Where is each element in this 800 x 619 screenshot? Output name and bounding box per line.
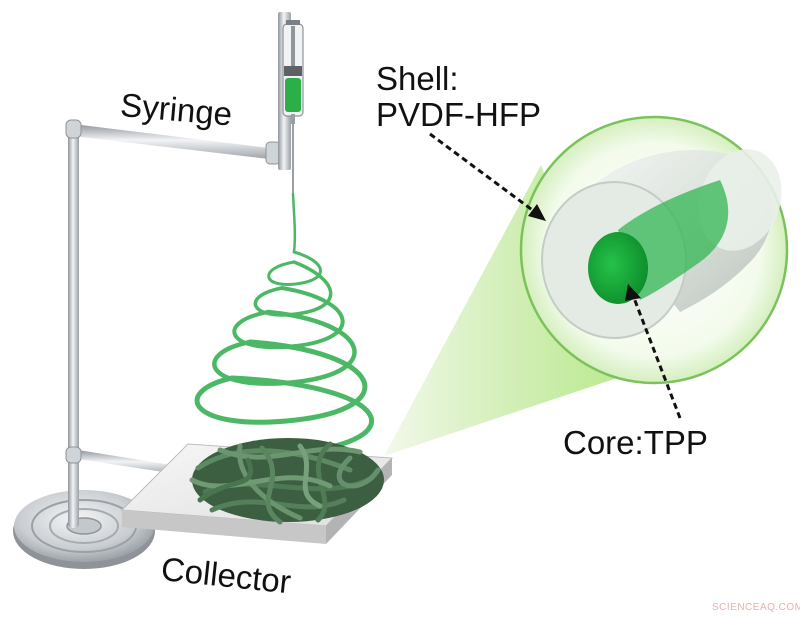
shell-material-label: PVDF-HFP (376, 96, 541, 133)
syringe (278, 12, 304, 194)
shell-pointer-arrow (429, 132, 546, 221)
magnified-fiber-cross-section (519, 115, 789, 385)
fiber-mat (189, 438, 384, 525)
core-face (588, 232, 648, 304)
shell-label: Shell: (376, 60, 459, 97)
core-label: Core:TPP (563, 424, 708, 461)
stand-base (13, 490, 155, 569)
watermark: SCIENCEAQ.COM (712, 602, 800, 613)
fiber-jet (194, 192, 375, 455)
core-pointer-arrow (625, 284, 682, 419)
